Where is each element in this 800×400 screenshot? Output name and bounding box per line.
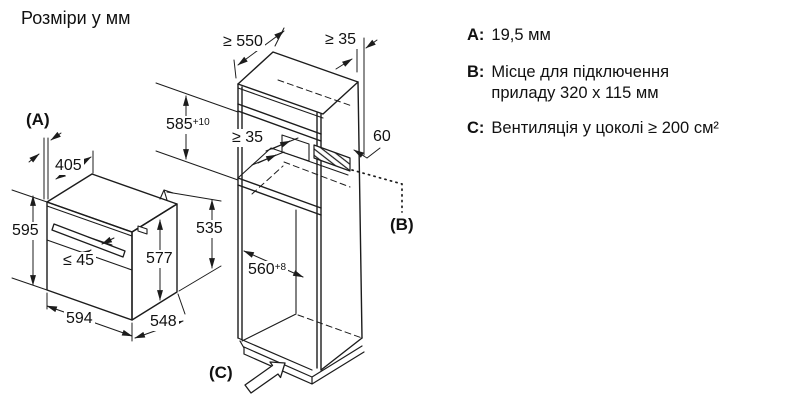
- oven-overhang-label-a: (A): [26, 110, 50, 129]
- cabinet-wall-gap-dim: 60: [371, 128, 393, 146]
- dim-60-arrow: [353, 149, 368, 159]
- cabinet-niche-height-dim: 585+10: [164, 116, 212, 134]
- cabinet-hidden-edges: [251, 79, 363, 339]
- oven-drawing: [46, 173, 178, 321]
- oven-front-height-dim: 595: [10, 222, 41, 240]
- cabinet-min-depth-dim: ≥ 550: [221, 33, 265, 51]
- ventilation-c-arrow: [244, 361, 286, 394]
- dim-a-extension-lines: [43, 137, 49, 200]
- dim-35-top-arrow-2: [365, 39, 378, 49]
- oven-side-grip: [137, 225, 148, 235]
- oven-right-face: [131, 203, 178, 321]
- dim-595-extensions: [11, 189, 48, 291]
- legend-text-a: 19,5 мм: [491, 26, 551, 44]
- dim-35-top-arrow-1: [335, 58, 353, 70]
- legend-text-b: Місце для підключення приладу 320 x 115 …: [491, 63, 670, 102]
- oven-width-dim: 594: [64, 310, 95, 328]
- niche-depth-value: 560: [248, 261, 275, 278]
- cabinet-dimensions: [155, 27, 403, 394]
- cabinet-top-face: [237, 51, 359, 115]
- cabinet-shelf-2-surface: [237, 147, 349, 179]
- cabinet-shelf-2: [237, 177, 322, 216]
- cabinet-bottom-right-edge: [320, 337, 363, 371]
- cabinet-niche-depth-dim: 560+8: [246, 261, 289, 279]
- connection-area-hatch: [313, 144, 351, 172]
- niche-height-tolerance: +10: [192, 117, 210, 128]
- cabinet-floor-edges: [237, 313, 313, 371]
- legend-key-c: C:: [467, 119, 485, 137]
- cabinet-shelf-1: [237, 103, 322, 142]
- legend-row-c: C: Вентиляція у цоколі ≥ 200 см²: [467, 118, 719, 139]
- connection-b-leader: [351, 169, 403, 213]
- cabinet-top-inner-edge: [237, 87, 324, 119]
- dim-35-rear-arrow-2: [271, 140, 291, 150]
- connection-label-b: (B): [390, 215, 414, 234]
- ventilation-label-c: (C): [209, 363, 233, 382]
- oven-top-depth-dim: 405: [53, 157, 84, 175]
- cabinet-back-edge: [357, 81, 363, 339]
- oven-handle: [51, 223, 126, 258]
- niche-height-value: 585: [166, 116, 193, 133]
- page-title: Розміри у мм: [21, 8, 131, 28]
- dim-45-arrow-2: [101, 236, 115, 245]
- oven-front-top-edge: [46, 205, 133, 237]
- cabinet-left-stile: [237, 83, 243, 340]
- dim-60-leader: [366, 147, 381, 159]
- oven-handle-depth-dim: ≤ 45: [61, 252, 97, 270]
- dim-585-extensions: [155, 82, 239, 181]
- oven-back-height-dim: 535: [194, 220, 225, 238]
- legend-text-c: Вентиляція у цоколі ≥ 200 см²: [491, 119, 719, 137]
- oven-top-face: [46, 173, 178, 233]
- legend-key-b: B:: [467, 63, 485, 81]
- legend-row-a: A: 19,5 мм: [467, 25, 551, 46]
- cabinet-top-gap-dim: ≥ 35: [323, 31, 359, 49]
- dim-535-extensions: [166, 191, 222, 292]
- oven-dimensions: [11, 131, 222, 342]
- cabinet-rear-gap-dim: ≥ 35: [230, 129, 266, 147]
- dim-35-rear-arrow-1: [257, 154, 277, 164]
- legend-row-b: B: Місце для підключення приладу 320 x 1…: [467, 62, 719, 104]
- niche-depth-tolerance: +8: [274, 262, 287, 273]
- dim-a-arrow-2: [28, 153, 40, 163]
- dim-a-arrow-1: [50, 131, 62, 141]
- cabinet-drawing: [237, 37, 365, 385]
- dim-548-extension: [177, 293, 186, 315]
- oven-depth-dim: 548: [148, 313, 179, 331]
- legend-key-a: A:: [467, 26, 485, 44]
- oven-inner-height-dim: 577: [144, 250, 175, 268]
